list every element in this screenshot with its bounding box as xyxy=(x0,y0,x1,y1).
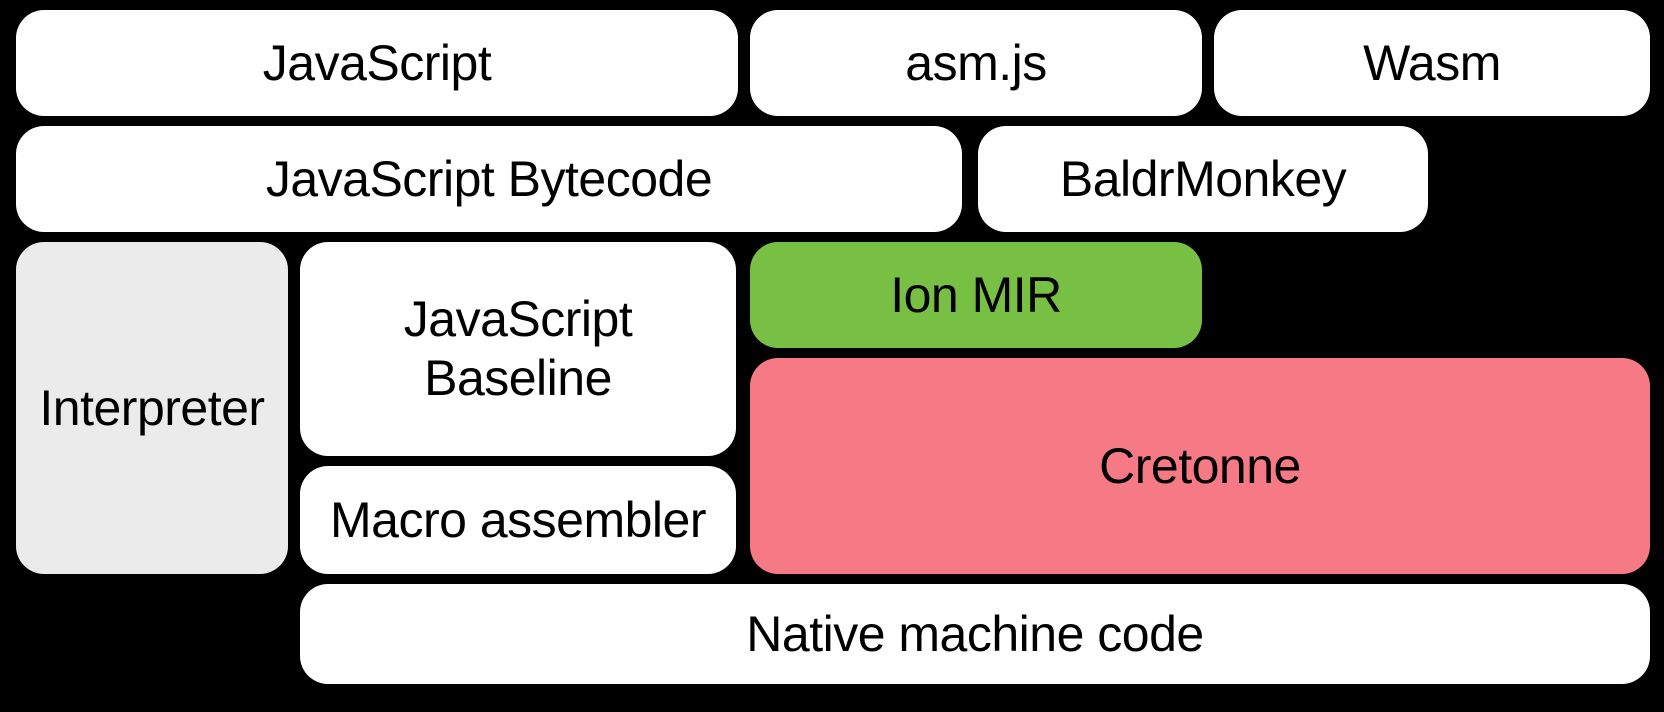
block-asm-js: asm.js xyxy=(750,10,1202,116)
block-interpreter-label: Interpreter xyxy=(39,379,265,436)
block-native-machine-code: Native machine code xyxy=(300,584,1650,684)
block-javascript-baseline-label: JavaScript xyxy=(403,291,633,347)
block-javascript-bytecode: JavaScript Bytecode xyxy=(16,126,962,232)
block-ion-mir-label: Ion MIR xyxy=(890,266,1062,323)
block-javascript-label: JavaScript xyxy=(262,34,492,91)
block-cretonne-label: Cretonne xyxy=(1099,437,1301,494)
block-javascript: JavaScript xyxy=(16,10,738,116)
block-ion-mir: Ion MIR xyxy=(750,242,1202,348)
block-macro-assembler-label: Macro assembler xyxy=(330,491,706,548)
block-cretonne: Cretonne xyxy=(750,358,1650,574)
block-javascript-baseline-label: Baseline xyxy=(424,350,612,406)
block-native-machine-code-label: Native machine code xyxy=(746,605,1204,662)
block-interpreter: Interpreter xyxy=(16,242,288,574)
block-baldrmonkey: BaldrMonkey xyxy=(978,126,1428,232)
block-baldrmonkey-label: BaldrMonkey xyxy=(1059,150,1347,207)
block-javascript-bytecode-label: JavaScript Bytecode xyxy=(265,150,713,207)
block-wasm-label: Wasm xyxy=(1363,34,1501,91)
block-wasm: Wasm xyxy=(1214,10,1650,116)
block-macro-assembler: Macro assembler xyxy=(300,466,736,574)
block-asm-js-label: asm.js xyxy=(905,34,1047,91)
